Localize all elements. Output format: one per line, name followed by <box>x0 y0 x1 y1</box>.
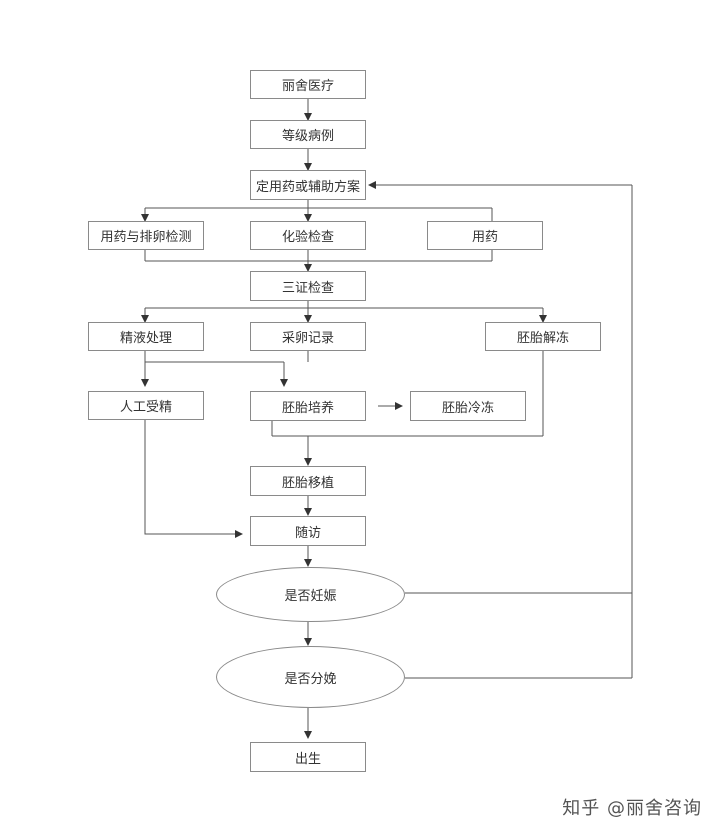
node-label: 人工受精 <box>119 400 172 415</box>
node-label: 三证检查 <box>281 280 334 296</box>
node-follow-up: 随访 <box>250 516 366 546</box>
node-embryo-transfer: 胚胎移植 <box>250 466 366 496</box>
node-embryo-freeze: 胚胎冷冻 <box>410 391 526 421</box>
node-label: 胚胎冷冻 <box>441 400 494 416</box>
node-label: 采卵记录 <box>281 331 334 346</box>
node-grade-cases: 等级病例 <box>250 120 366 149</box>
node-medication-plan: 定用药或辅助方案 <box>250 170 366 200</box>
node-embryo-culture: 胚胎培养 <box>250 391 366 421</box>
node-lishe-medical: 丽舍医疗 <box>250 70 366 99</box>
node-lab-tests: 化验检查 <box>250 221 366 250</box>
node-artificial-insemination: 人工受精 <box>88 391 204 420</box>
decision-label: 是否妊娠 <box>284 589 337 604</box>
node-label: 化验检查 <box>281 230 334 245</box>
node-birth: 出生 <box>250 742 366 772</box>
node-label: 胚胎移植 <box>281 475 334 491</box>
node-sperm-processing: 精液处理 <box>88 322 204 351</box>
decision-pregnant: 是否妊娠 <box>216 567 405 622</box>
node-label: 等级病例 <box>281 129 334 144</box>
decision-delivery: 是否分娩 <box>216 646 405 708</box>
node-label: 出生 <box>294 751 321 767</box>
node-label: 精液处理 <box>119 331 172 346</box>
node-medication-ovulation: 用药与排卵检测 <box>88 221 204 250</box>
node-embryo-thaw: 胚胎解冻 <box>485 322 601 351</box>
node-label: 胚胎培养 <box>281 400 334 416</box>
node-label: 定用药或辅助方案 <box>255 179 360 195</box>
node-label: 胚胎解冻 <box>516 331 569 346</box>
node-label: 丽舍医疗 <box>281 79 334 94</box>
node-label: 用药与排卵检测 <box>100 230 192 245</box>
node-label: 用药 <box>471 230 498 245</box>
node-egg-retrieval: 采卵记录 <box>250 322 366 351</box>
node-medication: 用药 <box>427 221 543 250</box>
node-three-certificates: 三证检查 <box>250 271 366 301</box>
arrow-ai-to-follow <box>144 420 243 538</box>
watermark: 知乎 @丽舍咨询 <box>562 798 702 819</box>
node-label: 随访 <box>294 525 321 541</box>
decision-label: 是否分娩 <box>284 671 337 687</box>
